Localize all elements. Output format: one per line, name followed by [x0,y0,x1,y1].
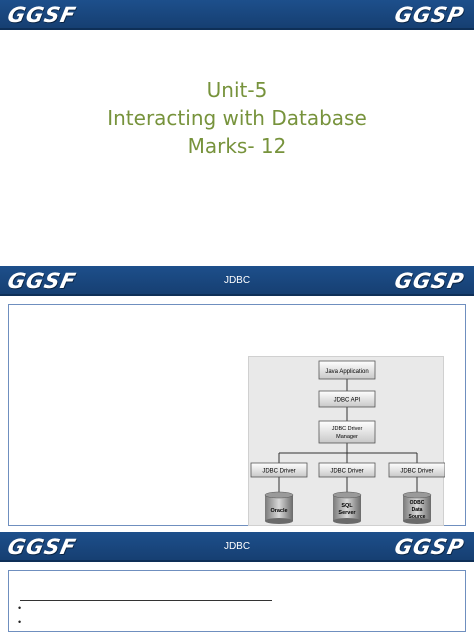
jdbc-driver-label: JDBC Driver [330,469,363,475]
ggsp-logo: GGSP [392,3,467,27]
jdbc-api-label: JDBC API [334,398,361,404]
header-banner: GGSF JDBC GGSP [0,532,474,562]
source-label: Source [409,514,426,520]
unit-title: Unit-5 [206,78,268,102]
driver-manager-label-2: Manager [336,434,358,440]
jdbc-driver-box-2: JDBC Driver [318,462,376,478]
slide-heading: JDBC [223,275,251,286]
jdbc-slide-2: GGSF JDBC GGSP [0,532,474,632]
bullet-point: • [18,617,22,627]
ggsf-logo: GGSF [5,3,79,27]
content-box [8,570,466,632]
driver-manager-box: JDBC Driver Manager [318,420,376,444]
connector-lines [278,379,418,493]
diagram-svg: Java Application JDBC API JDBC Driver Ma… [250,360,445,524]
jdbc-driver-box-3: JDBC Driver [388,462,445,478]
underline-rule [20,600,272,601]
oracle-label: Oracle [270,508,287,514]
slide-title: Unit-5 Interacting with Database Marks- … [0,76,474,160]
jdbc-api-box: JDBC API [318,390,376,408]
jdbc-driver-label: JDBC Driver [400,469,433,475]
marks-title: Marks- 12 [187,134,287,158]
data-label: Data [412,507,423,513]
sql-label: SQL [341,503,353,509]
sql-server-database-icon: SQL Server [332,491,362,524]
odbc-data-source-icon: ODBC Data Source [402,491,432,524]
jdbc-driver-label: JDBC Driver [262,469,295,475]
server-label: Server [338,510,356,516]
odbc-label: ODBC [410,500,425,506]
topic-title: Interacting with Database [107,106,367,130]
driver-manager-label-1: JDBC Driver [332,426,363,432]
jdbc-driver-box-1: JDBC Driver [250,462,308,478]
jdbc-architecture-diagram: Java Application JDBC API JDBC Driver Ma… [248,356,445,526]
java-application-box: Java Application [318,360,376,380]
ggsp-logo: GGSP [392,269,467,293]
title-slide: GGSF GGSP Unit-5 Interacting with Databa… [0,0,474,266]
bullet-point: • [18,603,22,613]
header-banner: GGSF GGSP [0,0,474,30]
ggsp-logo: GGSP [392,535,467,559]
java-application-label: Java Application [325,369,368,375]
header-banner: GGSF JDBC GGSP [0,266,474,296]
oracle-database-icon: Oracle [264,491,294,524]
slide-heading: JDBC [223,541,251,552]
